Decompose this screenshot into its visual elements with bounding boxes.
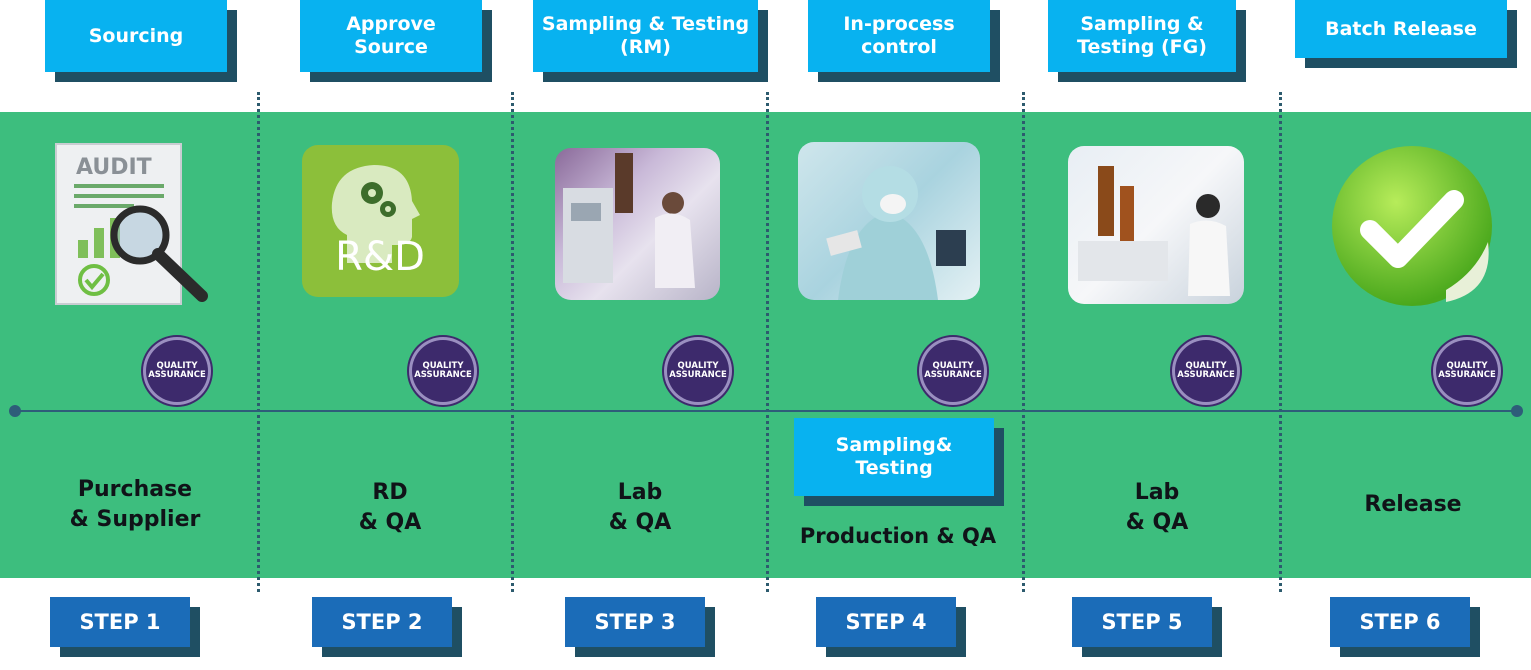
- rd-head-gears-icon: R&D: [302, 145, 459, 297]
- quality-assurance-badge: QUALITY ASSURANCE: [1436, 340, 1498, 402]
- step-1-label: STEP 1: [50, 597, 200, 657]
- callout-text: In-process control: [808, 0, 990, 72]
- callout-in-process-control: In-process control: [808, 0, 1000, 132]
- lab-analyst-photo: [1068, 146, 1244, 304]
- callout-sampling-testing: Sampling& Testing: [794, 372, 1004, 506]
- callout-text: Sampling& Testing: [794, 418, 994, 496]
- quality-assurance-badge: QUALITY ASSURANCE: [412, 340, 474, 402]
- step-divider: [766, 92, 769, 592]
- callout-text: Sourcing: [45, 0, 227, 72]
- audit-text: AUDIT: [76, 155, 152, 180]
- step-4-actor: Production & QA: [799, 524, 997, 548]
- callout-approve-source: Approve Source: [300, 0, 492, 130]
- step-1-actor: Purchase & Supplier: [69, 477, 201, 532]
- step-3-actor: Lab & QA: [608, 480, 672, 535]
- step-divider: [1279, 92, 1282, 592]
- step-2-label: STEP 2: [312, 597, 462, 657]
- step-6-actor: Release: [1364, 492, 1462, 517]
- cleanroom-worker-photo: [798, 142, 980, 300]
- callout-sourcing: Sourcing: [45, 0, 237, 124]
- quality-assurance-badge: QUALITY ASSURANCE: [1175, 340, 1237, 402]
- quality-assurance-badge: QUALITY ASSURANCE: [922, 340, 984, 402]
- quality-assurance-badge: QUALITY ASSURANCE: [667, 340, 729, 402]
- green-check-icon: [1326, 142, 1506, 317]
- step-4-label: STEP 4: [816, 597, 966, 657]
- rd-text: R&D: [335, 234, 425, 280]
- quality-assurance-badge: QUALITY ASSURANCE: [146, 340, 208, 402]
- timeline-end-dot: [1511, 405, 1523, 417]
- step-divider: [511, 92, 514, 592]
- step-divider: [1022, 92, 1025, 592]
- step-5-actor: Lab & QA: [1125, 480, 1189, 535]
- callout-text: Approve Source: [300, 0, 482, 72]
- step-divider: [257, 92, 260, 592]
- audit-document-icon: AUDIT: [52, 140, 227, 310]
- callout-text: Batch Release: [1295, 0, 1507, 58]
- step-2-actor: RD & QA: [358, 480, 422, 535]
- callout-sampling-testing-fg: Sampling & Testing (FG): [1048, 0, 1246, 132]
- step-6-label: STEP 6: [1330, 597, 1480, 657]
- green-process-band: [0, 112, 1531, 578]
- step-3-label: STEP 3: [565, 597, 715, 657]
- callout-text: Sampling & Testing (RM): [533, 0, 758, 72]
- step-5-label: STEP 5: [1072, 597, 1222, 657]
- callout-text: Sampling & Testing (FG): [1048, 0, 1236, 72]
- lab-scientist-photo: [555, 148, 720, 300]
- timeline-start-dot: [9, 405, 21, 417]
- callout-batch-release: Batch Release: [1295, 0, 1517, 134]
- callout-sampling-testing-rm: Sampling & Testing (RM): [533, 0, 768, 130]
- timeline-line: [14, 410, 1518, 412]
